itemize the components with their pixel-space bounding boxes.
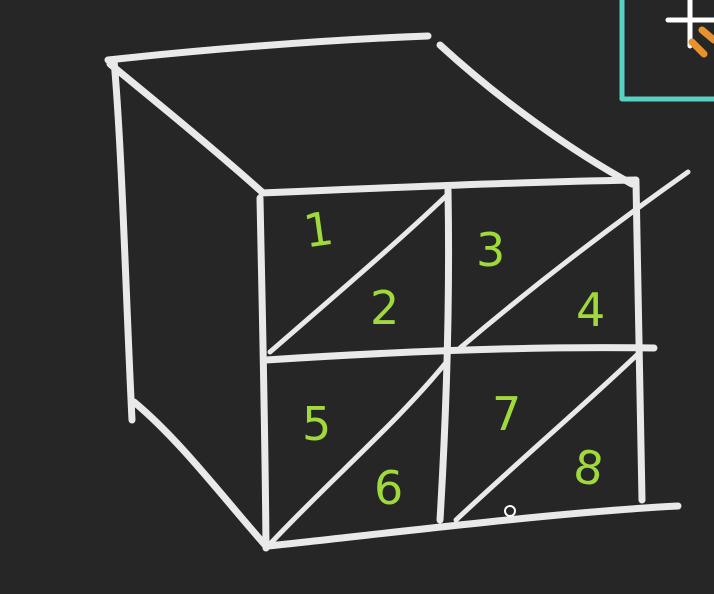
cell-label-8: 8	[570, 439, 607, 497]
cube-top-right-edge	[436, 41, 636, 188]
cell-label-5: 5	[302, 397, 331, 451]
cell-label-1: 1	[300, 201, 337, 259]
front-face-bottom-edge	[264, 502, 682, 550]
front-face-middle-vertical	[436, 186, 453, 524]
thumbnail-frame	[619, 0, 714, 102]
corner-thumbnail[interactable]	[619, 0, 714, 102]
cell-labels: 1 2 3 4 5 6 7 8	[300, 201, 607, 515]
thumbnail-cross-mark	[665, 0, 714, 49]
cube-back-vertical-edge	[110, 56, 136, 424]
diagonal-bottom-left	[267, 357, 451, 547]
cursor-dot-icon	[504, 505, 516, 517]
cell-label-6: 6	[374, 461, 403, 515]
cell-label-4: 4	[576, 283, 605, 337]
cube-bottom-left-edge	[130, 398, 270, 550]
front-face-top-edge	[258, 176, 640, 197]
cube-top-left-edge	[106, 60, 266, 196]
front-face-left-edge	[256, 194, 270, 552]
cube-top-back-edge	[104, 32, 432, 64]
diagonal-bottom-right	[453, 349, 643, 523]
thumbnail-orange-stroke	[688, 26, 714, 58]
cube-outline	[104, 32, 691, 552]
diagonal-top-left	[267, 193, 449, 355]
cell-label-2: 2	[370, 281, 399, 335]
diagonal-top-right	[457, 169, 691, 351]
cell-label-7: 7	[492, 387, 521, 441]
cell-label-3: 3	[476, 223, 505, 277]
front-face-right-edge	[632, 178, 646, 504]
